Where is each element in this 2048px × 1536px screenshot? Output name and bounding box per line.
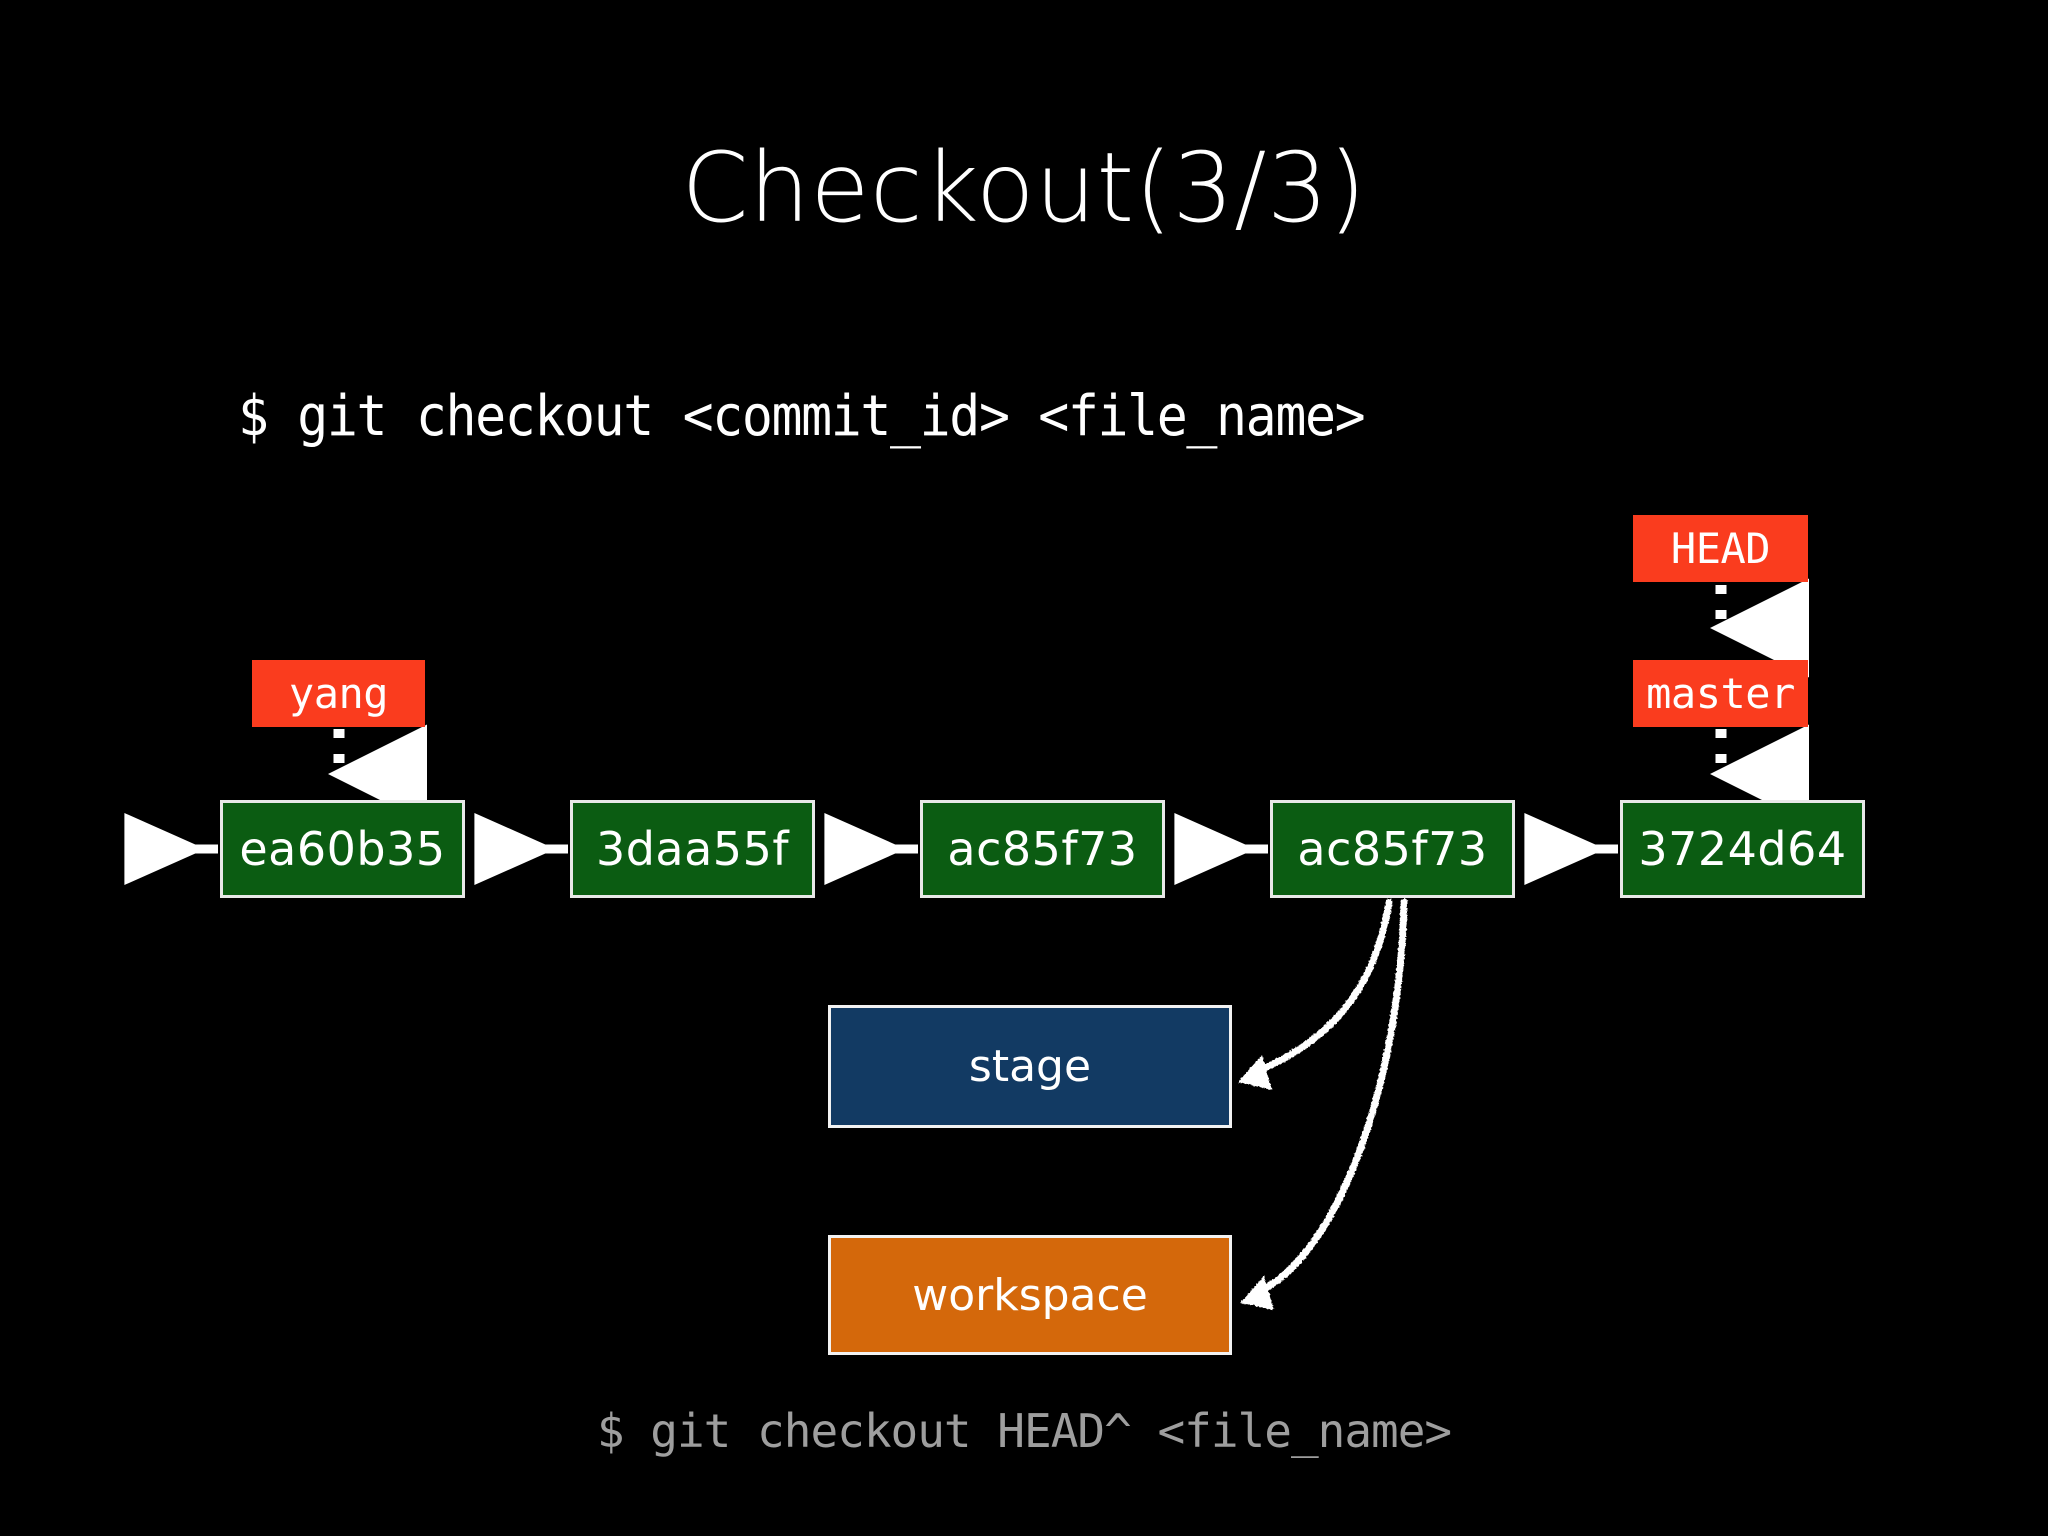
arrowhead-workspace [1240, 1276, 1274, 1310]
workspace-area-box[interactable]: workspace [828, 1235, 1232, 1355]
commit-node-ac85f73-b[interactable]: ac85f73 [1270, 800, 1515, 898]
branch-label-master[interactable]: master [1633, 660, 1808, 727]
branch-label-yang[interactable]: yang [252, 660, 425, 727]
commit-node-ac85f73-a[interactable]: ac85f73 [920, 800, 1165, 898]
bottom-caption-text: $ git checkout HEAD^ <file_name> [596, 1404, 1452, 1458]
page-title: Checkout(3/3) [681, 132, 1367, 244]
checkout-curved-arrows [1256, 898, 1408, 1294]
commit-node-3724d64[interactable]: 3724d64 [1620, 800, 1865, 898]
arrow-to-stage [1256, 898, 1393, 1074]
commit-node-3daa55f[interactable]: 3daa55f [570, 800, 815, 898]
stage-area-box[interactable]: stage [828, 1005, 1232, 1128]
command-line-text: $ git checkout <commit_id> <file_name> [238, 384, 1366, 449]
head-label[interactable]: HEAD [1633, 515, 1808, 582]
checkout-curved-arrowheads [1238, 1055, 1274, 1310]
commit-node-ea60b35[interactable]: ea60b35 [220, 800, 465, 898]
arrow-to-workspace [1258, 898, 1408, 1294]
ref-pointer-arrows [328, 578, 1809, 824]
arrowhead-stage [1238, 1055, 1272, 1090]
